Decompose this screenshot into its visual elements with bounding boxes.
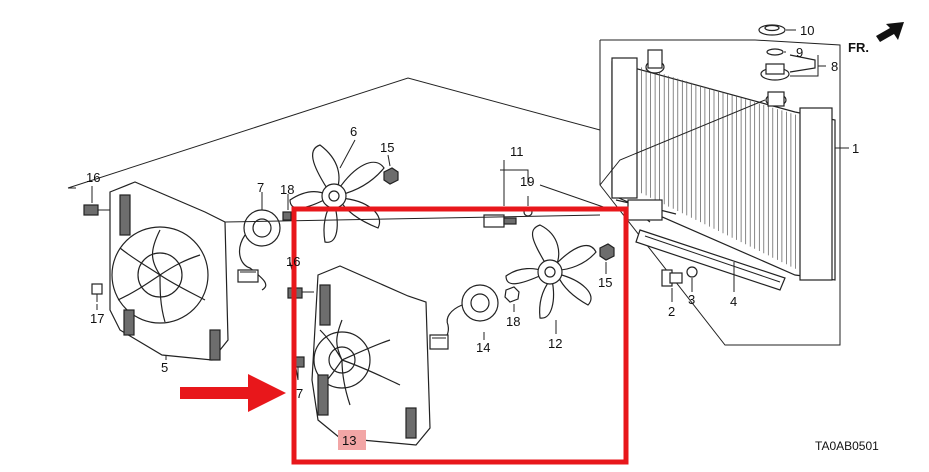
radiator [611,49,836,281]
motor-left [237,209,281,291]
callout-16-center: 16 [286,254,300,269]
leader-lines [67,29,849,381]
callout-10: 10 [800,23,814,38]
radiator-cap-set [758,24,816,81]
radiator-group-outline [599,39,841,346]
callout-19: 19 [520,174,534,189]
callout-5: 5 [161,360,168,375]
fan-right [505,224,597,319]
callout-2: 2 [668,304,675,319]
nut-upper [383,167,399,185]
highlight-box [291,206,629,465]
callout-15-right: 15 [598,275,612,290]
callout-9: 9 [796,45,803,60]
callout-14: 14 [476,340,490,355]
shroud-left [109,181,229,361]
bolt-left-upper [83,204,110,216]
front-direction-arrow-icon [876,22,904,42]
drain-plug [661,266,698,287]
motor-right [429,284,499,350]
callout-17: 17 [90,311,104,326]
diagram-code: TA0AB0501 [815,439,879,453]
callout-1: 1 [852,141,859,156]
callout-8: 8 [831,59,838,74]
callout-3: 3 [688,292,695,307]
callout-6: 6 [350,124,357,139]
bolt-left-lower [91,283,103,302]
callout-18-upper: 18 [280,182,294,197]
highlight-arrow-icon [180,374,286,412]
callout-12: 12 [548,336,562,351]
callout-7-left: 7 [257,180,264,195]
fan-left [289,144,385,243]
fan-shroud-assembly-highlighted [311,265,431,446]
nut-motor-right [504,286,520,303]
callout-16-left: 16 [86,170,100,185]
radiator-lower-mount [635,229,786,291]
callout-7-right: 7 [296,386,303,401]
callout-4: 4 [730,294,737,309]
callout-13: 13 [342,433,356,448]
front-label: FR. [848,40,869,55]
nut-right [599,243,615,261]
callout-15-upper: 15 [380,140,394,155]
callout-18-right: 18 [506,314,520,329]
callout-11: 11 [510,144,524,159]
callout-13-highlight [338,430,366,450]
bolt-motor-left [282,211,292,221]
